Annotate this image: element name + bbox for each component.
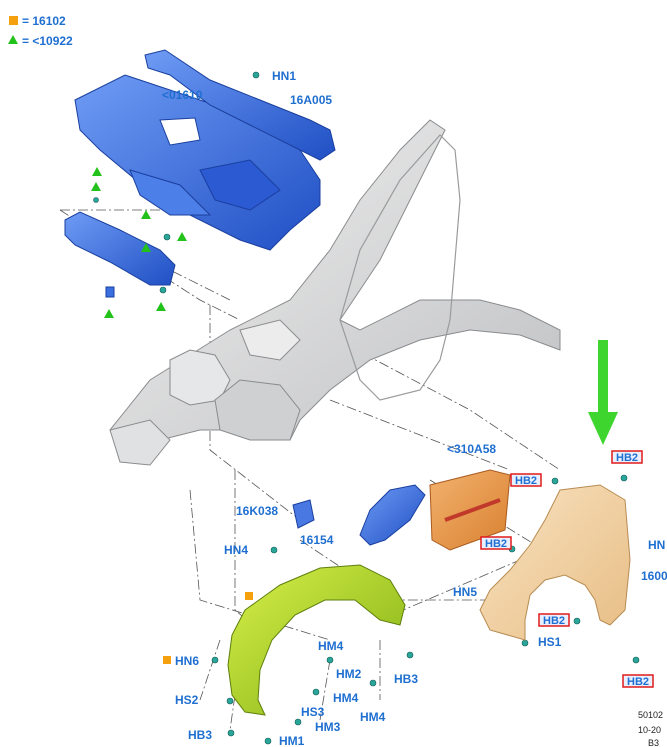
fender-part: [479, 484, 631, 641]
hb2-lower: HB2: [538, 613, 570, 627]
screw-icon: [252, 71, 260, 79]
label-hb3-right: HB3: [394, 672, 418, 686]
screw-icon: [159, 286, 167, 294]
label-16154: 16154: [300, 533, 334, 547]
diagram-code: 50102 10-20 B3: [638, 710, 663, 747]
green-triangle-icon: [92, 167, 102, 176]
hb2-mid-left: HB2: [510, 473, 542, 487]
screw-icon: [573, 617, 581, 625]
screw-icon: [211, 656, 219, 664]
shield-310a58-part: [429, 469, 511, 551]
label-hm4-upper: HM4: [318, 639, 344, 653]
green-triangle-icon: [104, 309, 114, 318]
label-hn-right: HN: [648, 538, 665, 552]
hb2-bottom-right: HB2: [622, 674, 654, 688]
svg-text:HB2: HB2: [485, 538, 507, 550]
legend-item-16102: = 16102: [22, 14, 66, 28]
orange-square-icon: [245, 592, 253, 600]
label-hm1: HM1: [279, 734, 305, 747]
label-310a58: <310A58: [447, 442, 496, 456]
label-hb3-left: HB3: [188, 728, 212, 742]
dash-panel-part: [74, 74, 321, 251]
svg-text:10-20: 10-20: [638, 725, 661, 735]
svg-text:50102: 50102: [638, 710, 663, 720]
screw-icon: [93, 197, 99, 203]
label-16a005: 16A005: [290, 93, 332, 107]
svg-text:HB2: HB2: [515, 475, 537, 487]
screw-icon: [163, 233, 171, 241]
label-hn5: HN5: [453, 585, 477, 599]
legend: = 16102 = <10922: [8, 14, 73, 48]
wheel-liner-part: [227, 564, 406, 716]
screw-icon: [294, 718, 302, 726]
part-labels: HN1 16A005 <01610 <310A58 16K038 HN4 161…: [162, 69, 667, 747]
orange-square-icon: [163, 656, 171, 664]
label-hm4-lower-2: HM4: [360, 710, 386, 724]
label-hm2: HM2: [336, 667, 362, 681]
hb2-top-right: HB2: [611, 450, 643, 464]
lower-reinforcement-part: [64, 211, 176, 298]
hb2-callouts: HB2 HB2 HB2 HB2 HB2: [480, 450, 654, 688]
screw-icon: [369, 679, 377, 687]
legend-item-10922: = <10922: [22, 34, 73, 48]
label-hs3: HS3: [301, 705, 325, 719]
label-16k038: 16K038: [236, 504, 278, 518]
hb2-mid: HB2: [480, 536, 512, 550]
screw-icon: [226, 697, 234, 705]
screw-icon: [632, 656, 640, 664]
green-triangle-icon: [141, 210, 151, 219]
screw-icon: [326, 656, 334, 664]
green-triangle-icon: [156, 302, 166, 311]
fasteners: [93, 71, 640, 745]
body-side-structure: [109, 119, 561, 466]
label-hm3: HM3: [315, 720, 341, 734]
screw-icon: [551, 477, 559, 485]
svg-text:HB2: HB2: [627, 676, 649, 688]
label-hm4-lower: HM4: [333, 691, 359, 705]
svg-text:HB2: HB2: [616, 452, 638, 464]
screw-icon: [620, 474, 628, 482]
bracket-16154-part: [359, 484, 426, 546]
screw-icon: [406, 651, 414, 659]
screw-icon: [264, 737, 272, 745]
label-hn4: HN4: [224, 543, 248, 557]
green-triangle-icon: [91, 182, 101, 191]
screw-icon: [312, 688, 320, 696]
cowl-top-bar-part: [144, 49, 336, 161]
triangle-markers: [91, 167, 187, 318]
label-hn1: HN1: [272, 69, 296, 83]
green-triangle-icon: [8, 35, 18, 44]
svg-text:HB2: HB2: [543, 615, 565, 627]
green-triangle-icon: [177, 232, 187, 241]
label-01610: <01610: [162, 88, 203, 102]
screw-icon: [270, 546, 278, 554]
label-hs1: HS1: [538, 635, 562, 649]
label-1600: 1600: [641, 569, 667, 583]
green-arrow-icon: [588, 340, 618, 445]
label-hn6: HN6: [175, 654, 199, 668]
bracket-icon: [105, 286, 115, 298]
label-hs2: HS2: [175, 693, 199, 707]
screw-icon: [227, 729, 235, 737]
screw-icon: [521, 639, 529, 647]
bracket-16k038-part: [292, 499, 315, 529]
orange-square-icon: [9, 16, 18, 25]
svg-text:B3: B3: [648, 738, 659, 747]
green-triangle-icon: [141, 243, 151, 252]
